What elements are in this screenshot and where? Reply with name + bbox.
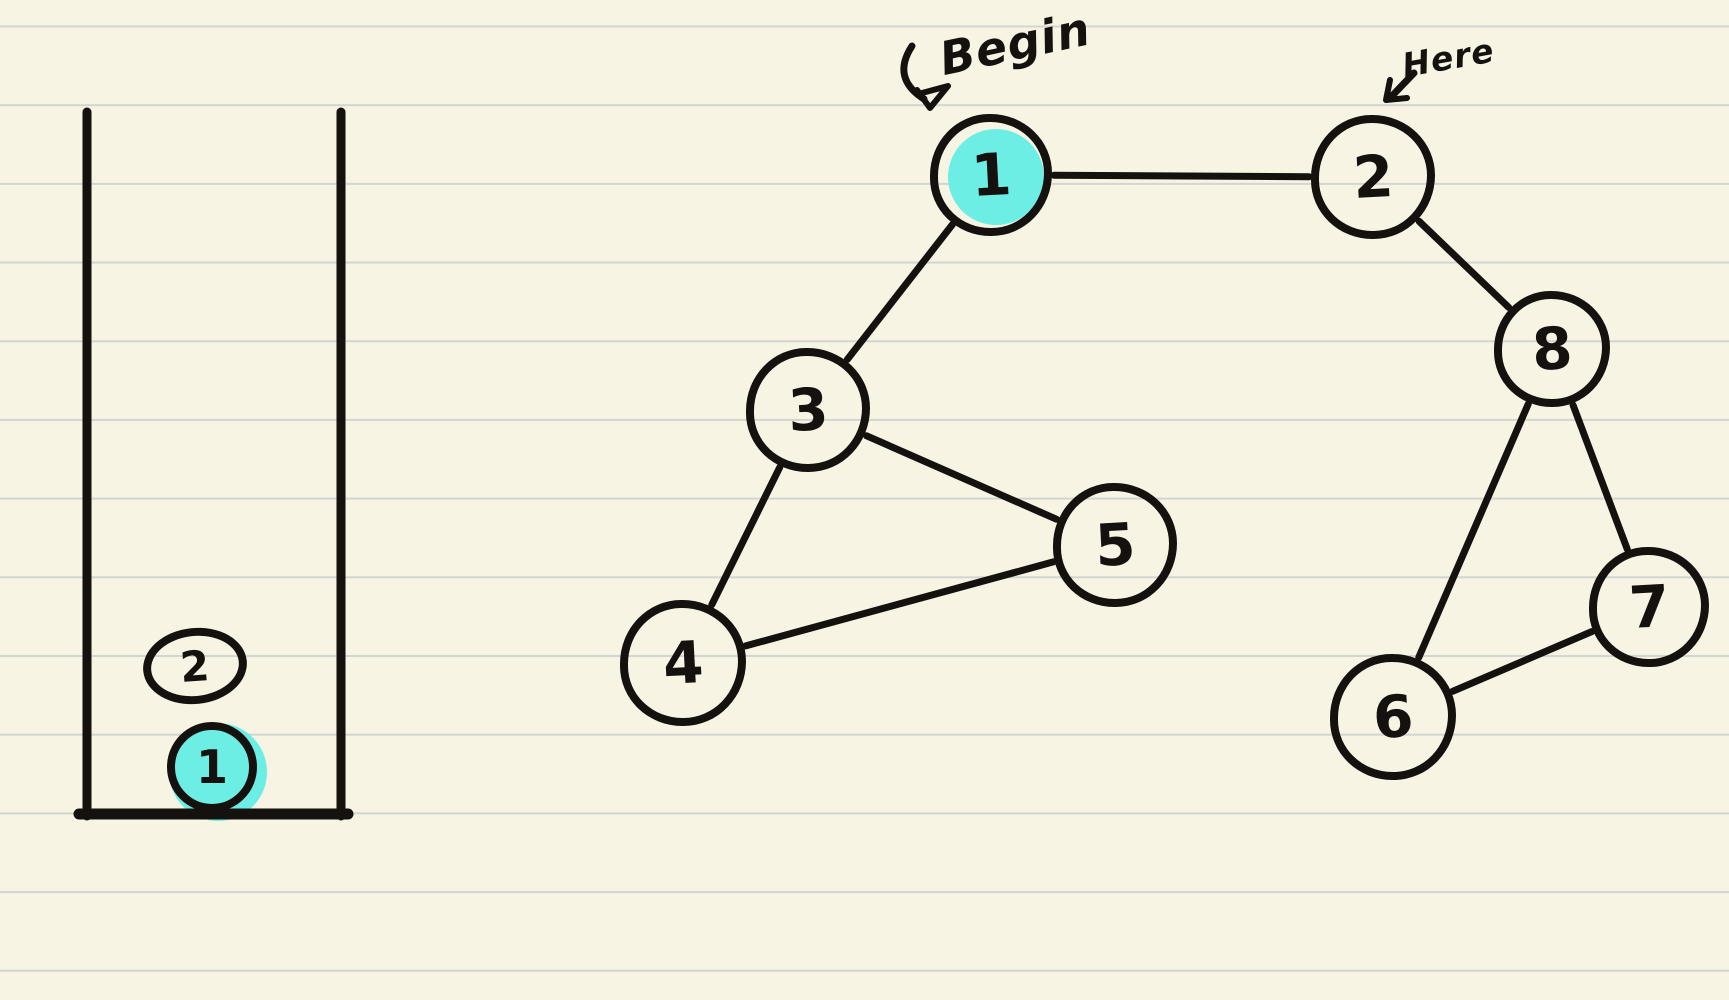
graph-edge-3-4 <box>708 463 784 609</box>
graph-node-6: 6 <box>1330 654 1456 780</box>
graph-node-2: 2 <box>1311 115 1435 239</box>
stack-item-1-value: 1 <box>195 740 228 794</box>
stack-item-2-value: 2 <box>178 640 212 692</box>
here-arrowhead-icon <box>1383 77 1410 103</box>
graph-node-2-label: 2 <box>1351 141 1395 213</box>
graph-node-3-label: 3 <box>786 374 830 446</box>
graph-node-7-label: 7 <box>1627 571 1671 643</box>
graph-edge-1-2 <box>1050 171 1313 181</box>
graph-edge-8-6 <box>1415 400 1532 661</box>
stack-item-1: 1 <box>167 722 257 812</box>
graph-node-1: 1 <box>930 114 1052 236</box>
graph-edge-3-5 <box>863 432 1060 523</box>
graph-edge-4-5 <box>742 558 1057 650</box>
graph-node-1-label: 1 <box>969 139 1013 211</box>
graph-node-8-label: 8 <box>1530 313 1574 385</box>
graph-node-4: 4 <box>620 600 746 726</box>
graph-node-5-label: 5 <box>1093 509 1137 581</box>
graph-node-6-label: 6 <box>1371 681 1415 753</box>
graph-edge-1-3 <box>843 221 956 363</box>
graph-edge-8-7 <box>1569 401 1631 553</box>
graph-node-3: 3 <box>746 348 870 472</box>
graph-node-8: 8 <box>1494 291 1610 407</box>
graph-node-7: 7 <box>1589 547 1709 667</box>
graph-node-4-label: 4 <box>661 627 705 699</box>
graph-edge-2-8 <box>1415 217 1513 311</box>
here-arrow-stroke <box>1387 69 1418 101</box>
graph-edge-6-7 <box>1449 628 1596 695</box>
graph-node-5: 5 <box>1053 483 1177 607</box>
begin-arrowhead-icon <box>914 83 951 111</box>
